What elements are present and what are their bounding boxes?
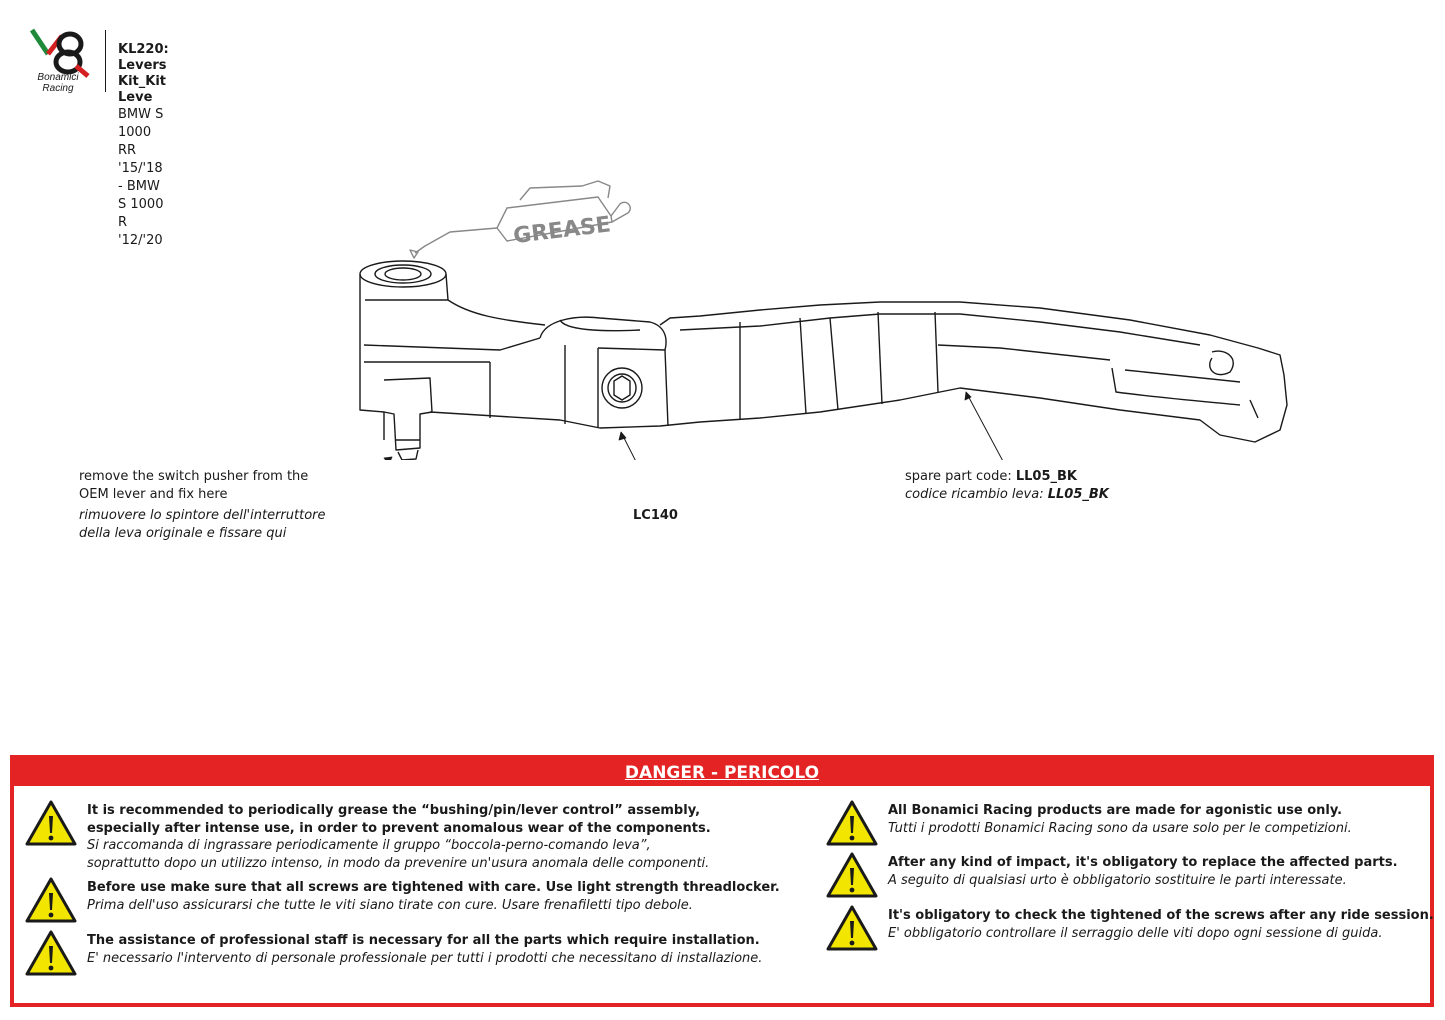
- switch-note-it-1: rimuovere lo spintore dell'interruttore: [79, 508, 326, 523]
- warning-text-it: Tutti i prodotti Bonamici Racing sono da…: [888, 820, 1352, 836]
- grease-tag: [409, 180, 631, 259]
- warning-text: It's obligatory to check the tightened o…: [888, 907, 1434, 942]
- warning-text-it: E' necessario l'intervento di personale …: [87, 950, 763, 966]
- document-title: KL220: Levers Kit_Kit Leve: [118, 42, 169, 105]
- warning-text: The assistance of professional staff is …: [87, 932, 762, 967]
- warning-text-it: E' obbligatorio controllare il serraggio…: [888, 925, 1383, 941]
- danger-box: DANGER - PERICOLO It is recommended to p…: [10, 755, 1434, 1007]
- warning-text-en: The assistance of professional staff is …: [87, 933, 760, 948]
- spare-it-prefix: codice ricambio leva:: [905, 486, 1048, 502]
- warning-icon: [826, 800, 878, 846]
- switch-note-it-2: della leva originale e fissare qui: [79, 525, 287, 541]
- warning-text-en: All Bonamici Racing products are made fo…: [888, 803, 1343, 818]
- warning-text-en: It is recommended to periodically grease…: [87, 803, 701, 818]
- part-label-lc140: LC140: [633, 508, 678, 523]
- warning-text: All Bonamici Racing products are made fo…: [888, 802, 1352, 837]
- switch-pusher-note: remove the switch pusher from the OEM le…: [79, 468, 326, 542]
- warning-text: Before use make sure that all screws are…: [87, 879, 780, 914]
- switch-note-en-1: remove the switch pusher from the: [79, 469, 309, 484]
- warning-text-en: especially after intense use, in order t…: [87, 820, 711, 836]
- header-text: KL220: Levers Kit_Kit Leve BMW S 1000 RR…: [118, 42, 169, 250]
- warning-icon: [25, 930, 77, 976]
- warning-text-en: It's obligatory to check the tightened o…: [888, 908, 1434, 923]
- warning-text-it: soprattutto dopo un utilizzo intenso, in…: [87, 855, 710, 871]
- warning-text-it: A seguito di qualsiasi urto è obbligator…: [888, 872, 1347, 888]
- logo-text-2: Racing: [42, 83, 74, 94]
- warning-text: It is recommended to periodically grease…: [87, 802, 711, 872]
- document-subtitle: BMW S 1000 RR '15/'18 - BMW S 1000 R '12…: [118, 107, 164, 248]
- warning-icon: [826, 905, 878, 951]
- warning-icon: [25, 877, 77, 923]
- warning-text-it: Si raccomanda di ingrassare periodicamen…: [87, 838, 651, 853]
- spare-en-code: LL05_BK: [1015, 469, 1077, 484]
- bonamici-racing-logo: Bonamici Racing: [29, 28, 90, 94]
- warning-text: After any kind of impact, it's obligator…: [888, 854, 1398, 889]
- logo-text-1: Bonamici: [37, 72, 79, 83]
- warning-text-en: After any kind of impact, it's obligator…: [888, 855, 1398, 870]
- warning-text-it: Prima dell'uso assicurarsi che tutte le …: [87, 897, 693, 913]
- warning-icon: [25, 800, 77, 846]
- spare-it-code: LL05_BK: [1047, 486, 1109, 502]
- warning-icon: [826, 852, 878, 898]
- switch-note-en-2: OEM lever and fix here: [79, 486, 228, 502]
- header-divider: [105, 30, 106, 92]
- spare-en-prefix: spare part code:: [905, 469, 1016, 484]
- danger-heading: DANGER - PERICOLO: [14, 759, 1430, 786]
- lever-technical-drawing: GREASE: [359, 180, 1288, 460]
- warning-text-en: Before use make sure that all screws are…: [87, 880, 780, 895]
- spare-part-note: spare part code: LL05_BK codice ricambio…: [905, 468, 1109, 503]
